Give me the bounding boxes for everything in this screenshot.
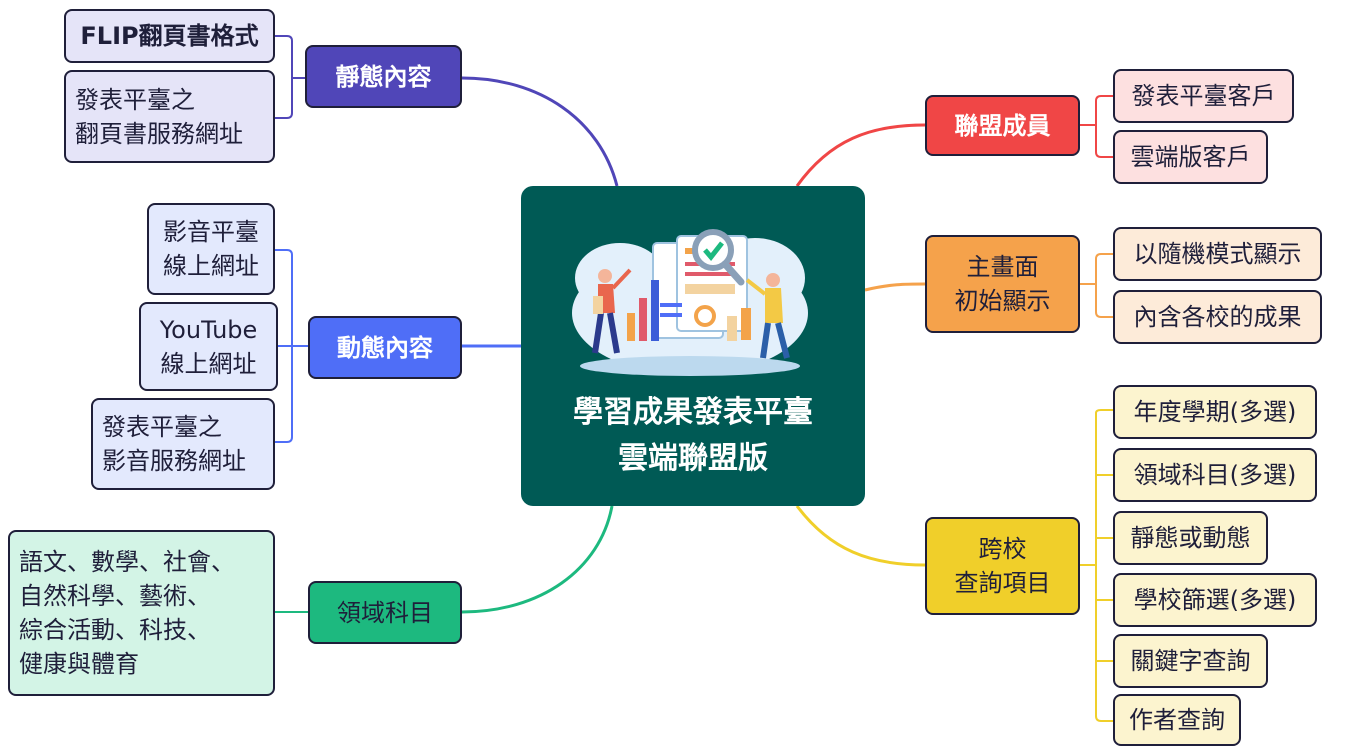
static-child-url: 發表平臺之 翻頁書服務網址 (64, 70, 275, 163)
query-child-static-dynamic: 靜態或動態 (1113, 511, 1268, 565)
subjects-child-list-label: 語文、數學、社會、 自然科學、藝術、 綜合活動、科技、 健康與體育 (19, 548, 235, 678)
connector-dynamic-children (275, 249, 308, 443)
branch-dynamic: 動態內容 (308, 316, 462, 379)
dynamic-child-platform: 影音平臺 線上網址 (147, 203, 275, 295)
members-child-cloud: 雲端版客戶 (1113, 130, 1268, 184)
connector-static-children (275, 35, 305, 119)
dynamic-child-url-label: 發表平臺之 影音服務網址 (102, 413, 246, 475)
connector-members-children (1080, 95, 1113, 158)
members-child-platform: 發表平臺客戶 (1113, 69, 1294, 123)
connector-main-screen-children (1080, 253, 1113, 318)
connector-query (795, 505, 926, 567)
dynamic-child-platform-label: 影音平臺 線上網址 (163, 218, 259, 280)
dynamic-child-youtube: YouTube 線上網址 (139, 302, 278, 391)
main-screen-child-results: 內含各校的成果 (1113, 290, 1322, 344)
branch-static: 靜態內容 (305, 45, 462, 108)
branch-query-label: 跨校 查詢項目 (954, 535, 1051, 597)
query-child-semester: 年度學期(多選) (1113, 385, 1317, 439)
main-screen-child-random: 以隨機模式顯示 (1113, 227, 1322, 281)
connector-subjects (461, 505, 614, 614)
dynamic-child-youtube-label: YouTube 線上網址 (159, 315, 258, 378)
query-child-subject: 領域科目(多選) (1113, 448, 1317, 502)
connector-main-screen (864, 282, 926, 292)
connector-query-children (1080, 409, 1113, 722)
dynamic-child-url: 發表平臺之 影音服務網址 (91, 398, 275, 490)
branch-query: 跨校 查詢項目 (925, 517, 1080, 615)
query-child-author: 作者查詢 (1113, 694, 1241, 746)
connector-members (795, 123, 926, 187)
branch-main-screen-label: 主畫面 初始顯示 (954, 253, 1051, 315)
connector-static (461, 76, 619, 187)
query-child-school: 學校篩選(多選) (1113, 573, 1317, 627)
branch-subjects: 領域科目 (308, 581, 462, 644)
static-child-flip: FLIP翻頁書格式 (64, 9, 275, 63)
branch-main-screen: 主畫面 初始顯示 (925, 235, 1080, 333)
center-illustration (572, 229, 808, 376)
query-child-keyword: 關鍵字查詢 (1113, 634, 1268, 688)
static-child-url-label: 發表平臺之 翻頁書服務網址 (75, 85, 243, 148)
subjects-child-list: 語文、數學、社會、 自然科學、藝術、 綜合活動、科技、 健康與體育 (8, 530, 275, 696)
branch-members: 聯盟成員 (925, 95, 1080, 156)
